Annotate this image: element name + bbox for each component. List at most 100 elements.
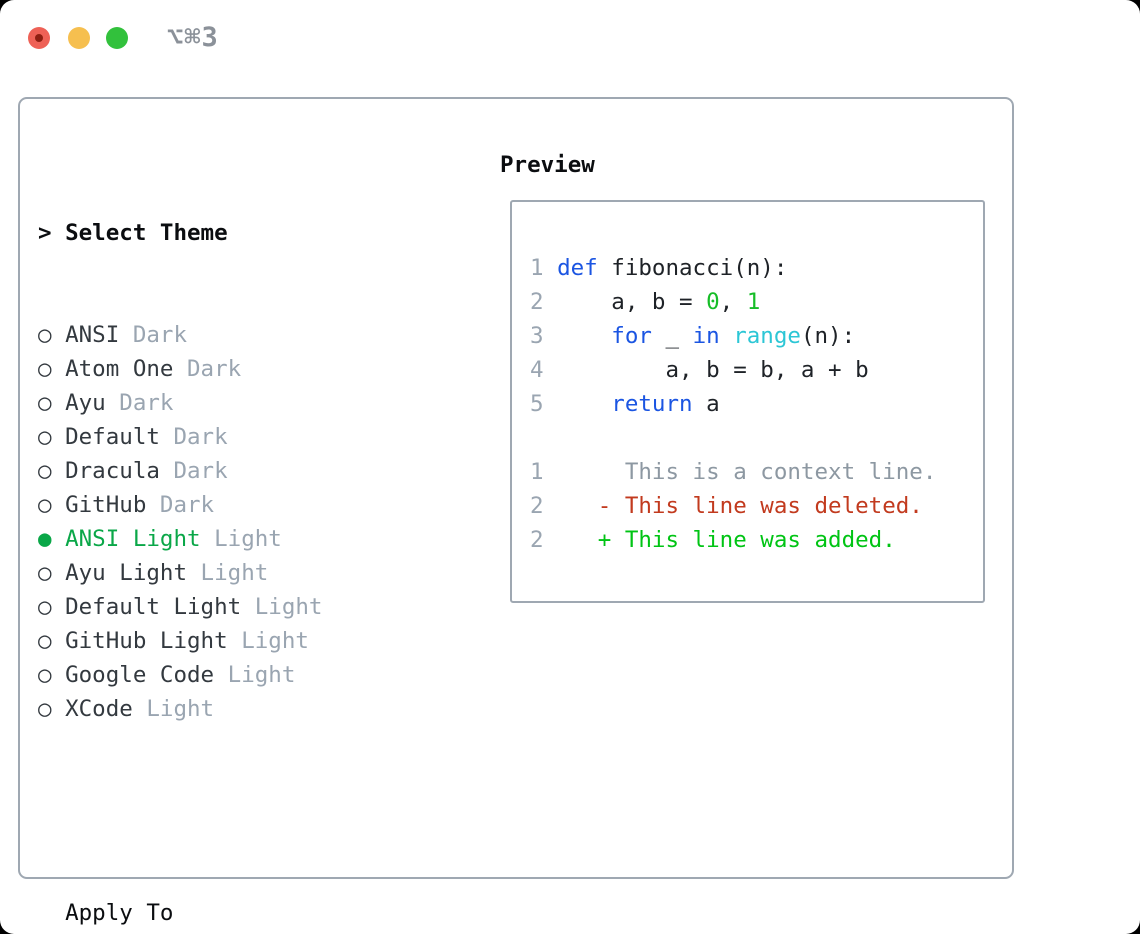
radio-unselected-icon: ○ — [38, 322, 66, 348]
line-number — [530, 425, 544, 451]
code-token-kw: in — [692, 323, 720, 349]
theme-option-label: Default Light — [65, 594, 242, 620]
code-line: 2 a, b = 0, 1 — [530, 285, 936, 319]
theme-option-variant-tag: Light — [227, 628, 309, 654]
code-token-del: - This line was deleted. — [557, 493, 923, 519]
code-token-add: + This line was added. — [557, 527, 896, 553]
radio-unselected-icon: ○ — [38, 356, 66, 382]
code-token-tx: , — [719, 289, 747, 315]
code-line: 1 This is a context line. — [530, 455, 936, 489]
line-number: 2 — [530, 493, 558, 519]
window-title: ⌥⌘3 — [167, 22, 219, 53]
code-line: 1 def fibonacci(n): — [530, 251, 936, 285]
code-token-tx: a — [692, 391, 720, 417]
theme-option-variant-tag: Dark — [119, 322, 188, 348]
code-token-tx: _ — [651, 323, 693, 349]
theme-option-label: Dracula — [65, 458, 160, 484]
line-number: 2 — [530, 289, 558, 315]
code-line: 3 for _ in range(n): — [530, 319, 936, 353]
theme-option-variant-tag: Light — [200, 526, 282, 552]
theme-option[interactable]: ○ GitHub Dark — [38, 488, 417, 522]
theme-list: ○ ANSI Dark○ Atom One Dark○ Ayu Dark○ De… — [38, 318, 417, 726]
theme-option-variant-tag: Light — [241, 594, 323, 620]
code-token-num: 1 — [746, 289, 761, 315]
theme-option-label: Ayu — [65, 390, 106, 416]
radio-unselected-icon: ○ — [38, 492, 66, 518]
line-number: 5 — [530, 391, 558, 417]
line-number: 1 — [530, 255, 558, 281]
theme-option[interactable]: ○ GitHub Light Light — [38, 624, 417, 658]
theme-option-variant-tag: Dark — [159, 424, 228, 450]
theme-option-label: Default — [65, 424, 160, 450]
spacer-row — [38, 794, 417, 828]
apply-to-header: Apply To — [38, 896, 417, 930]
theme-option-label: Google Code — [65, 662, 215, 688]
theme-option-label: XCode — [65, 696, 133, 722]
theme-option[interactable]: ○ XCode Light — [38, 692, 417, 726]
code-line: 2 + This line was added. — [530, 523, 936, 557]
line-number: 1 — [530, 459, 558, 485]
code-token-tx — [557, 323, 611, 349]
radio-unselected-icon: ○ — [38, 458, 66, 484]
theme-option[interactable]: ○ Google Code Light — [38, 658, 417, 692]
radio-unselected-icon: ○ — [38, 628, 66, 654]
theme-option-variant-tag: Light — [214, 662, 296, 688]
close-button[interactable] — [28, 27, 50, 49]
theme-option-label: ANSI — [65, 322, 120, 348]
theme-option-variant-tag: Light — [187, 560, 269, 586]
theme-selector-panel: > Select Theme ○ ANSI Dark○ Atom One Dar… — [38, 148, 417, 934]
code-line: 5 return a — [530, 387, 936, 421]
theme-option-variant-tag: Dark — [173, 356, 242, 382]
code-line: 2 - This line was deleted. — [530, 489, 936, 523]
minimize-button[interactable] — [68, 27, 90, 49]
code-token-tx — [557, 391, 611, 417]
code-token-ctx: This is a context line. — [557, 459, 937, 485]
code-token-kw: def — [557, 255, 598, 281]
theme-option[interactable]: ○ ANSI Dark — [38, 318, 417, 352]
theme-option-variant-tag: Light — [132, 696, 215, 722]
radio-unselected-icon: ○ — [38, 424, 66, 450]
code-token-num: 0 — [706, 289, 720, 315]
theme-option-label: GitHub Light — [65, 628, 228, 654]
radio-selected-icon: ● — [38, 526, 66, 552]
code-token-tx: (n): — [800, 323, 856, 349]
line-number: 2 — [530, 527, 558, 553]
code-token-kw: for — [611, 323, 652, 349]
code-token-tx: a, b = b, a + b — [557, 357, 869, 383]
cursor-icon: > — [38, 220, 66, 246]
theme-option-variant-tag: Dark — [105, 390, 174, 416]
code-line: 4 a, b = b, a + b — [530, 353, 936, 387]
theme-option-label: Atom One — [65, 356, 174, 382]
radio-unselected-icon: ○ — [38, 594, 66, 620]
code-token-kw: return — [611, 391, 693, 417]
theme-option[interactable]: ○ Dracula Dark — [38, 454, 417, 488]
select-theme-title: Select Theme — [65, 220, 228, 246]
theme-option-variant-tag: Dark — [159, 458, 228, 484]
theme-option[interactable]: ○ Ayu Light Light — [38, 556, 417, 590]
code-token-tx — [720, 323, 734, 349]
code-token-tx: fibonacci(n): — [597, 255, 788, 281]
line-number: 4 — [530, 357, 558, 383]
theme-option[interactable]: ○ Ayu Dark — [38, 386, 417, 420]
code-token-tx: a, b = — [557, 289, 707, 315]
line-number: 3 — [530, 323, 558, 349]
theme-option-label: GitHub — [65, 492, 147, 518]
theme-option-label: ANSI Light — [65, 526, 201, 552]
maximize-button[interactable] — [106, 27, 128, 49]
code-token-fn: range — [733, 323, 801, 349]
theme-option[interactable]: ● ANSI Light Light — [38, 522, 417, 556]
radio-unselected-icon: ○ — [38, 390, 66, 416]
radio-unselected-icon: ○ — [38, 560, 66, 586]
close-dot — [35, 34, 43, 42]
theme-option-variant-tag: Dark — [146, 492, 215, 518]
select-theme-header: > Select Theme — [38, 216, 417, 250]
theme-option[interactable]: ○ Default Dark — [38, 420, 417, 454]
theme-option[interactable]: ○ Atom One Dark — [38, 352, 417, 386]
preview-title: Preview — [500, 152, 595, 178]
theme-option[interactable]: ○ Default Light Light — [38, 590, 417, 624]
theme-option-label: Ayu Light — [65, 560, 188, 586]
radio-unselected-icon: ○ — [38, 662, 66, 688]
